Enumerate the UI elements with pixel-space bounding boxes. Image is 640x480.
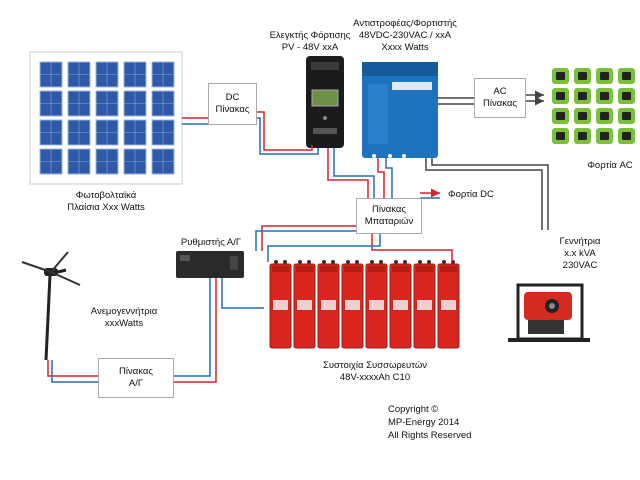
ceiling-lamp-icon (552, 128, 569, 144)
pv-module (151, 61, 175, 88)
pv-module (67, 148, 91, 175)
pv-module (95, 119, 119, 146)
generator-label-3: 230VAC (562, 260, 598, 271)
pv-module (123, 61, 147, 88)
pv-module (39, 90, 63, 117)
wind-panel-box: Πίνακας Α/Γ (98, 358, 174, 398)
pv-module (151, 119, 175, 146)
pv-array (29, 51, 183, 185)
pv-module (151, 148, 175, 175)
pv-module (123, 148, 147, 175)
battery-cell (365, 260, 388, 349)
pv-module (151, 90, 175, 117)
charge-controller-device (306, 56, 344, 148)
generator-label-1: Γεννήτρια (559, 236, 601, 247)
pv-module (123, 90, 147, 117)
dc-panel-box: DC Πίνακας (208, 83, 257, 125)
battery-bank-graphic (269, 260, 460, 349)
pv-module (95, 61, 119, 88)
wind-turbine-graphic (21, 251, 81, 361)
battery-panel-line2: Μπαταριών (364, 216, 414, 227)
wind-turbine-label-1: Ανεμογεννήτρια (90, 306, 158, 317)
copyright-line2: MP-Energy 2014 (388, 417, 460, 428)
battery-cell (437, 260, 460, 349)
iron-icon (574, 128, 591, 144)
pv-module (67, 90, 91, 117)
desk-lamp-icon (596, 68, 613, 84)
battery-cell (317, 260, 340, 349)
ac-panel-line1: AC (493, 86, 507, 97)
pv-label-1: Φωτοβολταϊκά (75, 190, 137, 201)
fan-icon (552, 88, 569, 104)
drill-icon (574, 108, 591, 124)
microwave-icon (618, 88, 635, 104)
battery-bank-label-1: Συστοιχία Συσσωρευτών (322, 360, 427, 371)
light-bulb-icon (552, 108, 569, 124)
pv-module (39, 148, 63, 175)
coffee-maker-icon (596, 108, 613, 124)
battery-bank-label-2: 48V-xxxxAh C10 (339, 372, 411, 383)
battery-panel-line1: Πίνακας (372, 204, 406, 215)
pc-icon (596, 88, 613, 104)
radio-icon (596, 128, 613, 144)
washing-machine-icon (574, 88, 591, 104)
battery-panel-box: Πίνακας Μπαταριών (356, 198, 422, 234)
inverter-device (362, 62, 438, 158)
battery-cell (341, 260, 364, 349)
battery-cell (413, 260, 436, 349)
pv-module (95, 148, 119, 175)
ac-loads-grid (552, 68, 635, 144)
pv-module (123, 119, 147, 146)
charge-controller-label-1: Ελεγκτής Φόρτισης (269, 30, 351, 41)
pv-module (67, 61, 91, 88)
generator-graphic (508, 283, 590, 342)
battery-cell (293, 260, 316, 349)
dc-panel-line2: Πίνακας (215, 104, 250, 115)
ac-panel-box: AC Πίνακας (474, 78, 526, 118)
wind-panel-line1: Πίνακας (119, 366, 153, 377)
pv-module (67, 119, 91, 146)
battery-cell (269, 260, 292, 349)
pv-module (95, 90, 119, 117)
inverter-label-3: Xxxx Watts (381, 42, 429, 53)
battery-cell (389, 260, 412, 349)
copyright-line3: All Rights Reserved (388, 430, 472, 441)
wind-regulator-label: Ρυθμιστής Α/Γ (180, 237, 242, 248)
pv-module (39, 61, 63, 88)
pv-module (39, 119, 63, 146)
heater-icon (618, 128, 635, 144)
generator-label-2: x.x kVA (564, 248, 596, 259)
ac-loads-label: Φορτία AC (587, 160, 633, 171)
dc-loads-label: Φορτία DC (448, 189, 494, 200)
inverter-label-1: Αντιστροφέας/Φορτιστής (353, 18, 457, 29)
pump-icon (618, 108, 635, 124)
pv-label-2: Πλαίσια Xxx Watts (67, 202, 145, 213)
refrigerator-icon (618, 68, 635, 84)
inverter-label-2: 48VDC-230VAC / xxA (358, 30, 452, 41)
laptop-icon (574, 68, 591, 84)
charge-controller-label-2: PV - 48V xxA (281, 42, 339, 53)
copyright-line1: Copyright © (388, 404, 439, 415)
wind-regulator-device (176, 251, 244, 278)
wind-panel-line2: Α/Γ (128, 378, 144, 389)
ac-panel-line2: Πίνακας (483, 98, 517, 109)
dc-panel-line1: DC (225, 92, 240, 103)
wind-turbine-label-2: xxxWatts (104, 318, 144, 329)
tv-icon (552, 68, 569, 84)
